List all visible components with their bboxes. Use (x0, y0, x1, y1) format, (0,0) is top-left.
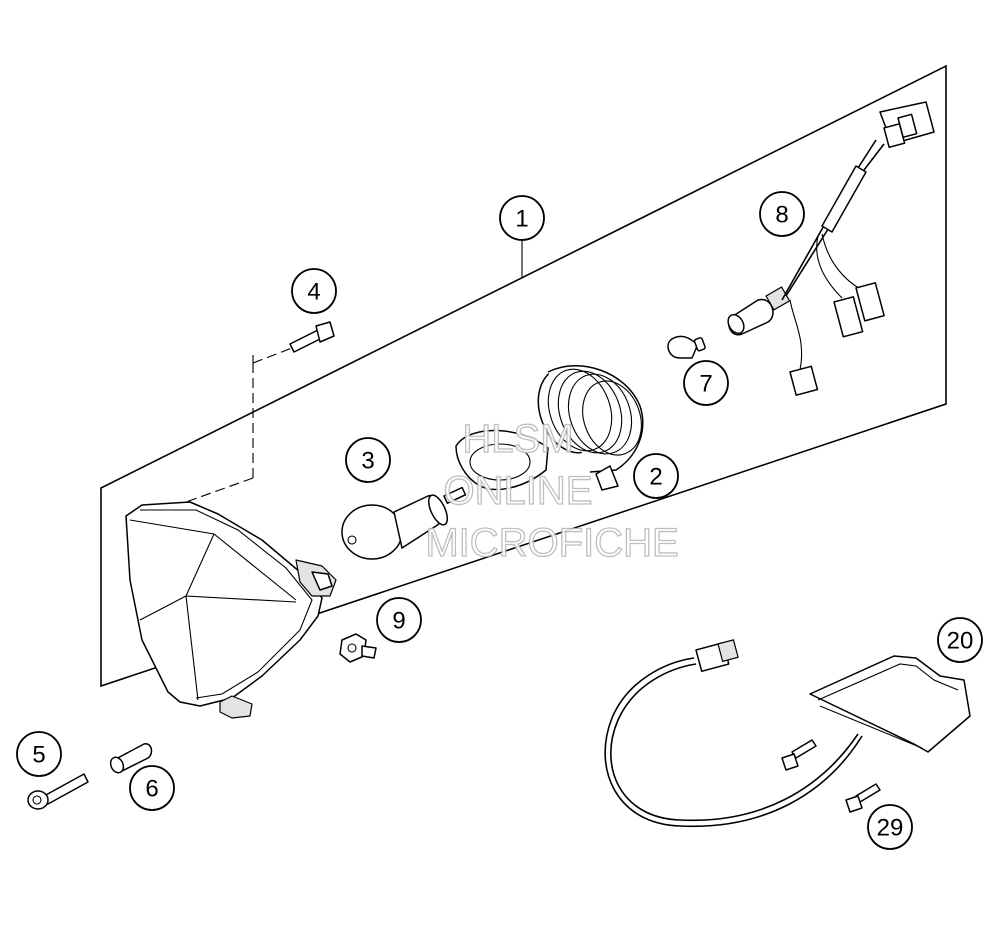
headlight-bulb (341, 486, 467, 560)
callout-1-label: 1 (515, 206, 528, 233)
callout-7-label: 7 (699, 371, 712, 398)
callout-5-label: 5 (32, 742, 45, 769)
callout-9: 9 (376, 597, 422, 643)
leader-lines (185, 240, 523, 503)
assembly-panel-outline (100, 64, 947, 688)
callout-3-label: 3 (361, 448, 374, 475)
callout-4-label: 4 (307, 279, 320, 306)
wiring-harness (727, 101, 935, 396)
callout-20-label: 20 (947, 628, 974, 655)
watermark-line-3: MICROFICHE (425, 521, 678, 565)
callout-6: 6 (129, 765, 175, 811)
callout-2: 2 (633, 453, 679, 499)
callout-5: 5 (16, 731, 62, 777)
callout-6-label: 6 (145, 776, 158, 803)
bulb-retainer (455, 429, 549, 491)
adjuster-nut (339, 633, 377, 663)
watermark-line-1: HLSM (462, 417, 573, 461)
long-bolt (27, 773, 89, 810)
watermark-line-2: ONLINE (444, 469, 593, 513)
callout-1: 1 (499, 195, 545, 241)
callout-3: 3 (345, 437, 391, 483)
headlight-housing (125, 501, 337, 719)
rubber-boot (537, 365, 644, 491)
callout-2-label: 2 (649, 464, 662, 491)
callout-7: 7 (683, 360, 729, 406)
callout-9-label: 9 (392, 608, 405, 635)
callout-29-label: 29 (877, 815, 904, 842)
callout-8: 8 (759, 191, 805, 237)
tail-light-unit (604, 639, 971, 828)
sleeve (109, 743, 153, 774)
mounting-screw (289, 321, 335, 353)
watermark: HLSM ONLINE MICROFICHE (425, 416, 680, 565)
parking-bulb (667, 335, 706, 359)
tail-light-screws (781, 739, 881, 813)
callout-8-label: 8 (775, 202, 788, 229)
callout-20: 20 (937, 617, 983, 663)
callout-4: 4 (291, 268, 337, 314)
callout-29: 29 (867, 804, 913, 850)
